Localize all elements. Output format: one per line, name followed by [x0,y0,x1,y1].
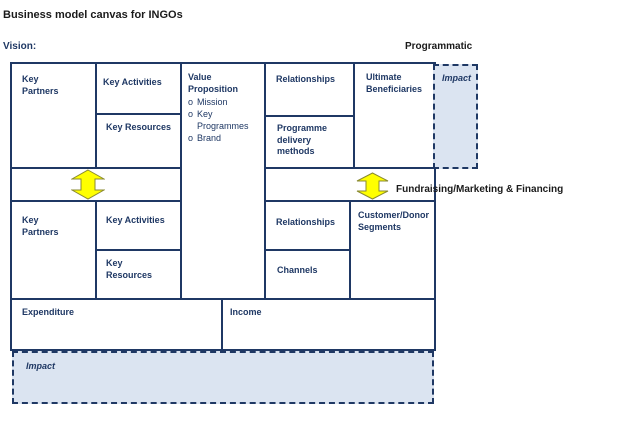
block-impact-financial [12,351,434,404]
double-arrow-icon [71,169,105,200]
double-arrow-shape [356,172,389,200]
label-relationships-fundraising: Relationships [276,217,336,227]
label-expenditure: Expenditure [22,307,75,317]
block-key-partners-programmatic [10,62,97,169]
fundraising-section-label: Fundraising/Marketing & Financing [396,184,564,195]
block-customer-segments [349,200,436,300]
block-delivery-methods [264,115,355,169]
block-key-activities-fundraising [95,200,182,251]
label-delivery-methods: Programme delivery methods [277,123,328,156]
block-income [221,298,436,351]
block-expenditure [10,298,223,351]
label-key-resources-programmatic: Key Resources [106,122,172,132]
block-key-partners-fundraising [10,200,97,300]
label-relationships-programmatic: Relationships [276,74,336,84]
block-impact-programmatic [433,64,478,169]
label-impact-programmatic: Impact [442,73,472,83]
label-key-resources-fundraising: Key Resources [106,258,153,280]
label-income: Income [230,307,262,317]
label-value-proposition: Value Proposition [188,72,238,94]
block-key-activities-programmatic [95,62,182,115]
label-channels: Channels [277,265,318,275]
label-beneficiaries: Ultimate Beneficiaries [366,72,423,94]
block-key-resources-programmatic [95,113,182,169]
programmatic-section-label: Programmatic [405,41,473,52]
label-key-partners-programmatic: Key Partners [22,74,59,96]
label-key-partners-fundraising: Key Partners [22,215,59,237]
double-arrow-icon [356,172,389,200]
label-key-activities-fundraising: Key Activities [106,215,165,225]
label-key-activities-programmatic: Key Activities [103,77,162,87]
label-impact-financial: Impact [26,361,56,371]
page-title: Business model canvas for INGOs [3,9,183,21]
block-relationships-programmatic [264,62,355,117]
label-customer-segments: Customer/Donor Segments [358,210,430,232]
vision-label: Vision: [3,41,37,52]
block-value-proposition [180,62,266,300]
double-arrow-shape [71,169,105,200]
